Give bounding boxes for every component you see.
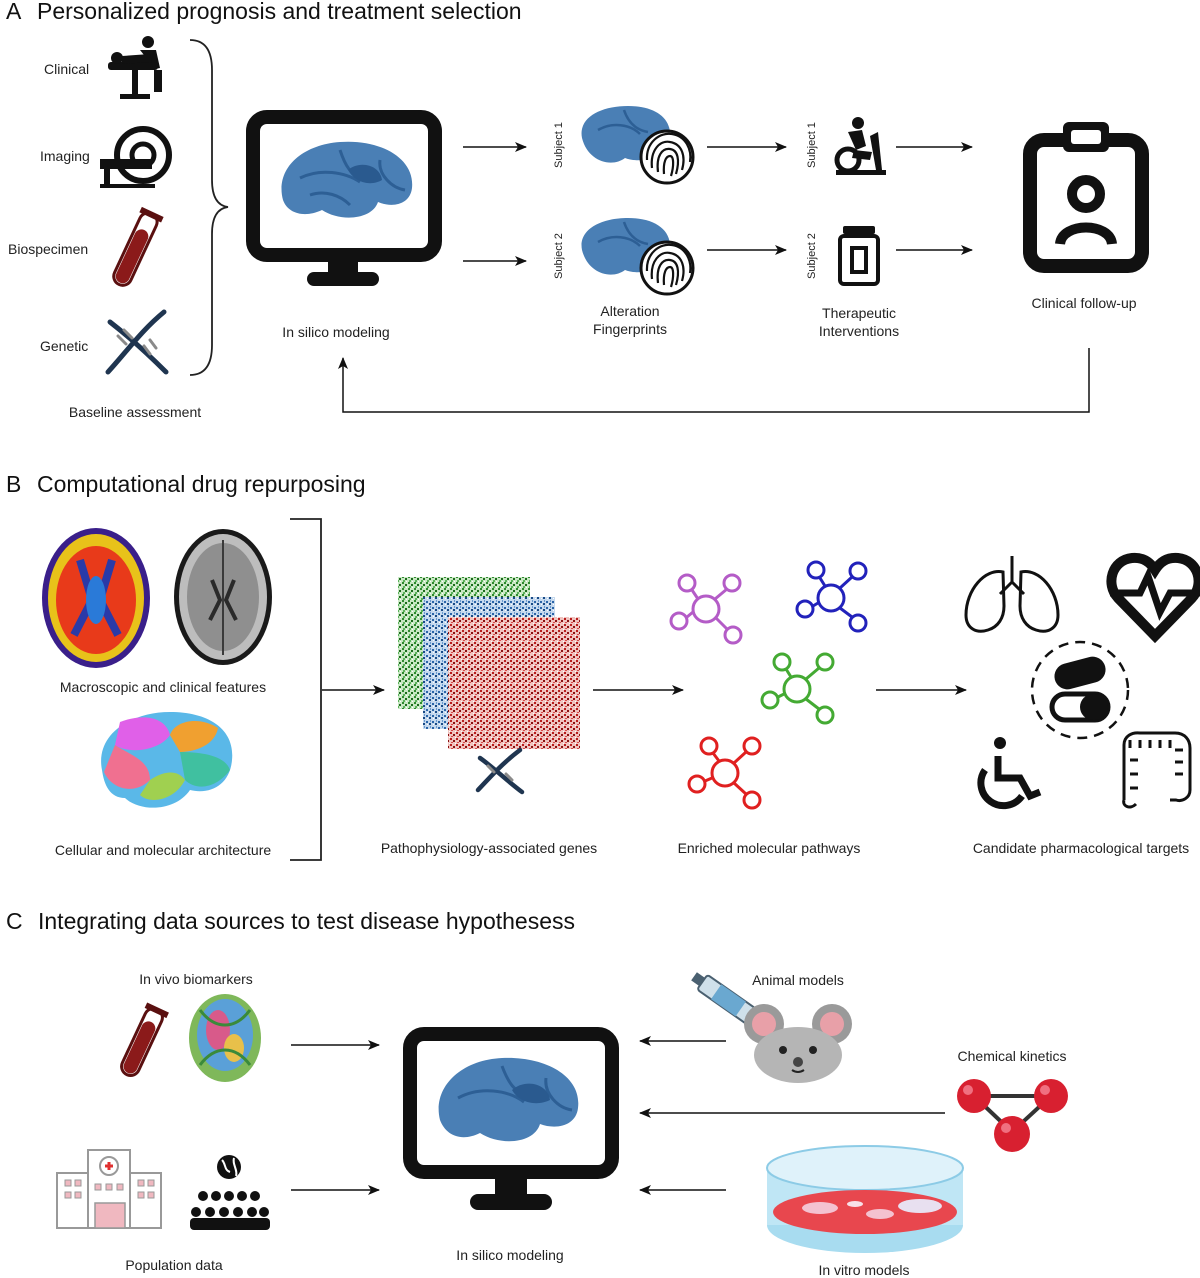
hospital-icon [56, 1149, 162, 1229]
brain-blue-icon [438, 1057, 579, 1142]
interventions-label: Therapeutic [822, 305, 896, 321]
intestine-icon [1122, 731, 1192, 809]
kinetics-label: Chemical kinetics [957, 1048, 1067, 1064]
exercise-bike-icon [834, 117, 886, 175]
clipboard-patient-icon [1023, 122, 1149, 273]
pet-scan-icon [42, 528, 150, 668]
brain-blue-icon [281, 141, 413, 218]
mri-scanner-icon [100, 126, 172, 188]
test-tube-icon [120, 1002, 169, 1077]
feedback-arrow [338, 348, 1090, 413]
pathway-node-icon [669, 573, 743, 645]
subject-1-label: Subject 1 [552, 122, 565, 168]
crowd-globe-icon [190, 1155, 270, 1230]
brain-fingerprint-icon [581, 218, 695, 296]
pill-bottle-icon [838, 226, 880, 286]
genes-label: Pathophysiology-associated genes [380, 840, 598, 856]
modeling-label: In silico modeling [282, 324, 390, 340]
followup-label: Clinical follow-up [1031, 295, 1137, 311]
cellular-label: Cellular and molecular architecture [54, 842, 272, 858]
fingerprints-label: Alteration [600, 303, 660, 319]
bracket [290, 518, 322, 861]
pathway-node-icon [760, 652, 835, 725]
panel-letter-c: C [6, 908, 23, 934]
pathway-node-icon [795, 560, 868, 633]
petri-dish-icon [766, 1145, 964, 1253]
animal-models-label: Animal models [752, 972, 844, 988]
clinical-icon [108, 36, 162, 99]
molecule-icon [957, 1079, 1068, 1152]
panel-letter-a: A [6, 0, 22, 24]
input-label-clinical: Clinical [44, 61, 90, 77]
input-label-genetic: Genetic [40, 338, 89, 354]
panel-a-title: Personalized prognosis and treatment sel… [37, 0, 522, 24]
heart-rate-icon [1106, 552, 1200, 644]
gene-matrix-red [448, 617, 580, 749]
modeling-label: In silico modeling [456, 1247, 564, 1263]
subject-2-label: Subject 2 [552, 233, 565, 279]
pathways-label: Enriched molecular pathways [677, 840, 861, 856]
dna-icon [105, 309, 169, 375]
targets-label: Candidate pharmacological targets [972, 840, 1190, 856]
baseline-label: Baseline assessment [68, 404, 202, 420]
panel-b-title: Computational drug repurposing [37, 471, 366, 497]
input-label-imaging: Imaging [40, 148, 90, 164]
test-tube-icon [112, 206, 164, 287]
brain-fingerprint-icon [581, 106, 695, 185]
subject-1-label: Subject 1 [805, 122, 818, 168]
curly-brace [189, 39, 229, 376]
brain-parcellation-icon [101, 712, 233, 808]
panel-letter-b: B [6, 471, 22, 497]
panel-c-title: Integrating data sources to test disease… [38, 908, 575, 934]
subject-2-label: Subject 2 [805, 233, 818, 279]
wheelchair-icon [977, 737, 1042, 810]
macro-label: Macroscopic and clinical features [59, 679, 267, 695]
lungs-icon [964, 556, 1060, 633]
invitro-label: In vitro models [818, 1262, 910, 1278]
mri-axial-icon [174, 529, 272, 665]
dna-icon [475, 747, 525, 795]
mouse-icon [744, 1004, 852, 1083]
input-label-biospecimen: Biospecimen [8, 241, 89, 257]
pathway-node-icon [687, 736, 762, 810]
biomarkers-label: In vivo biomarkers [139, 971, 253, 987]
tractography-brain-icon [189, 994, 261, 1082]
pills-icon [1030, 640, 1130, 740]
interventions-label: Interventions [818, 323, 900, 339]
population-label: Population data [125, 1257, 223, 1273]
fingerprints-label: Fingerprints [593, 321, 667, 337]
